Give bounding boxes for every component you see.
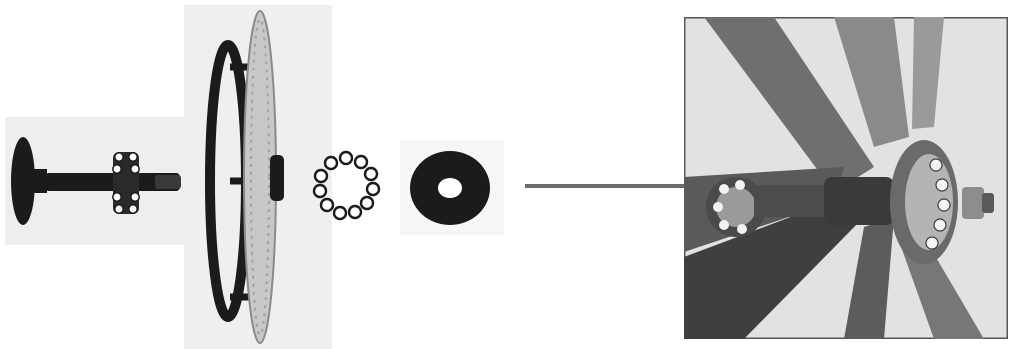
washer-icon (400, 140, 504, 235)
washer-image (400, 140, 504, 235)
ball-cage-image (310, 146, 382, 226)
ball-bearing-ring-icon (310, 146, 382, 226)
axle-icon (5, 117, 187, 245)
axle-image (5, 117, 187, 245)
hub-closeup-image (684, 17, 1008, 339)
wheel-hub-closeup-icon (684, 17, 1008, 339)
connector-line (525, 183, 687, 189)
